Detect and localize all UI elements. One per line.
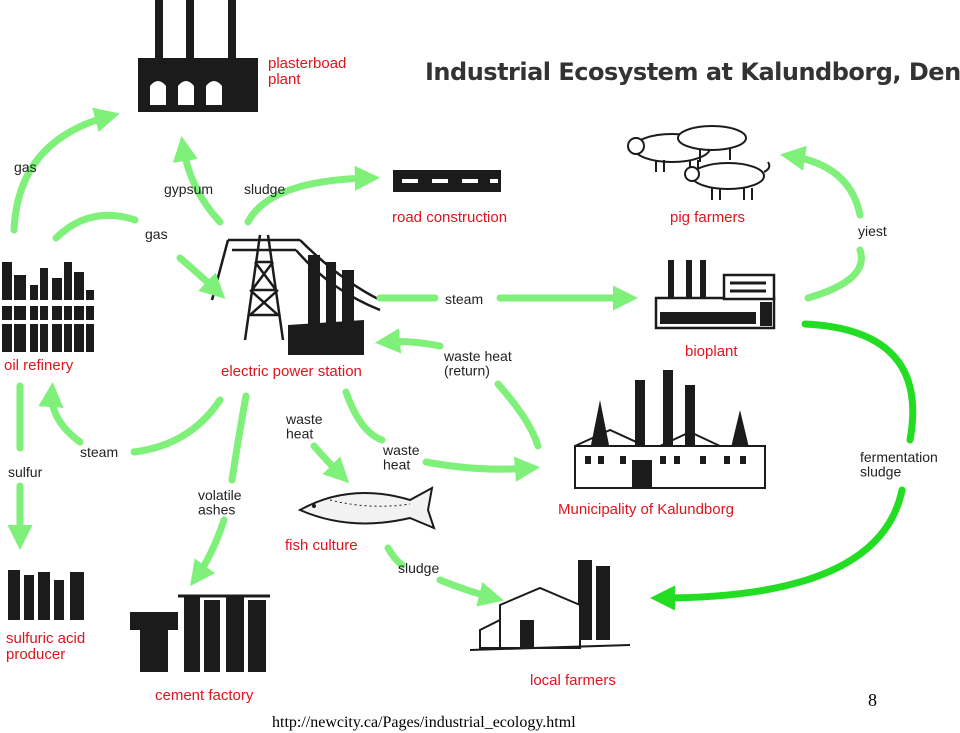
waste-heat-return-arrow-b xyxy=(494,380,542,450)
steam-left-label: steam xyxy=(80,444,118,460)
fermentation-arrow-b xyxy=(649,486,906,611)
refinery-gas-arrow-b xyxy=(176,254,226,299)
oil-refinery-label: oil refinery xyxy=(4,357,74,374)
volatile-ashes-arrow-b xyxy=(190,516,228,587)
local-farmers-label: local farmers xyxy=(530,672,616,689)
bioplant-label: bioplant xyxy=(685,343,738,360)
gypsum-label: gypsum xyxy=(164,181,213,197)
waste-heat-muni-arrow-b xyxy=(422,456,541,482)
oil-refinery-icon xyxy=(0,262,96,352)
source-url[interactable]: http://newcity.ca/Pages/industrial_ecolo… xyxy=(272,714,576,731)
waste-heat-muni-arrow-a xyxy=(342,388,386,444)
diagram-title: Industrial Ecosystem at Kalundborg, Denm… xyxy=(425,58,960,86)
gas-mid-label: gas xyxy=(145,226,168,242)
volatile-ashes-arrow-a xyxy=(228,392,250,484)
farm-icon xyxy=(469,560,631,651)
steam-right-label: steam xyxy=(445,291,483,307)
municipality-label: Municipality of Kalundborg xyxy=(558,501,734,518)
cement-factory-icon xyxy=(130,594,270,672)
bioplant-icon xyxy=(654,260,776,330)
fermentation-arrow-a xyxy=(801,320,917,444)
yiest-arrow-b xyxy=(780,145,864,219)
waste-heat-return-arrow-a xyxy=(374,328,444,354)
sludge-bottom-label: sludge xyxy=(398,560,439,576)
sulfur-label: sulfur xyxy=(8,464,43,480)
sludge-farm-arrow-b xyxy=(436,576,504,607)
sludge-to-road-arrow xyxy=(244,165,381,226)
cement-factory-label: cement factory xyxy=(155,687,254,704)
fish-culture-label: fish culture xyxy=(285,537,358,554)
plasterboard-plant-icon xyxy=(138,0,258,112)
gas-top-label: gas xyxy=(14,159,37,175)
waste-heat-fish-arrow xyxy=(310,442,350,484)
pig-farmers-label: pig farmers xyxy=(670,209,745,226)
sludge-farm-arrow-a xyxy=(384,544,406,569)
page-number: 8 xyxy=(868,690,877,710)
road-construction-label: road construction xyxy=(392,209,507,226)
steam-left-arrow-a xyxy=(130,396,224,456)
sulfuric-acid-icon xyxy=(8,570,84,620)
gypsum-arrow xyxy=(172,136,224,226)
power-station-icon xyxy=(210,234,381,355)
yiest-arrow-a xyxy=(804,246,865,302)
waste-heat-return-label: waste heat(return) xyxy=(443,348,512,379)
municipality-icon xyxy=(574,370,766,489)
pig-icon xyxy=(627,125,771,200)
steam-left-arrow-b xyxy=(38,381,84,446)
yiest-label: yiest xyxy=(858,223,887,239)
road-icon xyxy=(393,170,501,192)
gas-to-plasterboard-arrow xyxy=(10,107,120,234)
sludge-top-label: sludge xyxy=(244,181,285,197)
fish-icon xyxy=(297,486,436,530)
power-station-label: electric power station xyxy=(221,363,362,380)
refinery-gas-arrow-a xyxy=(52,211,139,242)
